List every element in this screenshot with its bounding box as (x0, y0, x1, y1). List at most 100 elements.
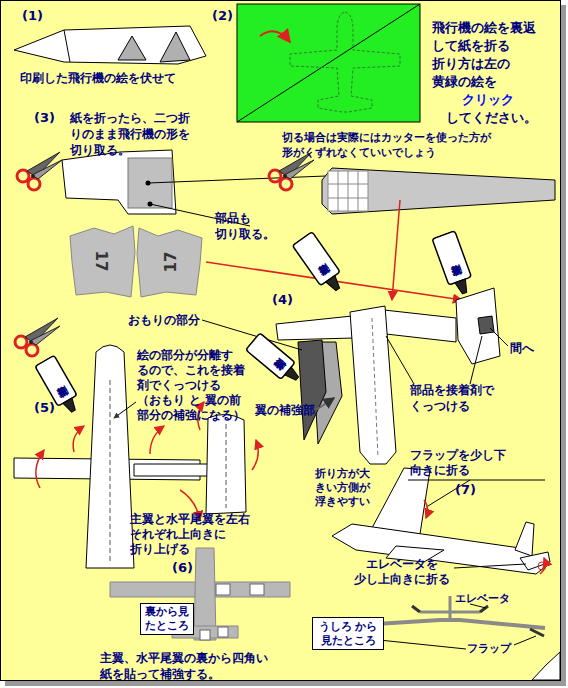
node-text-holder: 17 (136, 224, 206, 300)
fold-arrow (424, 500, 428, 518)
instruction-text: 主翼と水平尾翼を左右 それぞれ上向きに 折り上げる (130, 512, 258, 557)
link-word: クリック (462, 91, 514, 109)
tail-boom (134, 464, 208, 476)
instruction-text: 紙を折ったら、二つ折 りのまま飛行機の形を 切り取る。 (70, 110, 198, 158)
part-label: エレベータ (455, 592, 510, 606)
leader-line (386, 336, 414, 384)
fold-line (64, 30, 70, 62)
glue-tube: 接着剤 (430, 229, 478, 299)
fold-line (372, 318, 378, 458)
instruction-text: 主翼、水平尾翼の裏から四角い 紙を貼って補強する。 (100, 650, 278, 682)
instruction-text: 絵の部分が分離す るので、これを接着 剤でくっつける （おもり と 翼の前 部分… (137, 348, 261, 423)
view-caption: うしろ から 見たところ (314, 620, 382, 648)
part-label: 間へ (510, 340, 534, 356)
instruction-text: 印刷した飛行機の絵を伏せて (20, 70, 176, 86)
view-label-box: 裏から見 たところ (140, 603, 194, 635)
node-text-holder: うしろ から 見たところ (313, 618, 383, 649)
glue-tube: 接着剤 (244, 331, 307, 389)
move-arrow (392, 200, 400, 300)
node-text-holder: 裏から見 たところ (141, 604, 193, 634)
instruction-text: 部品も 切り取る。 (215, 210, 285, 242)
weight-part (298, 340, 326, 440)
part-label: おもりの部分 (128, 312, 200, 328)
rear-fin (449, 596, 452, 620)
page-background (1, 1, 561, 681)
view-label-box: うしろ から 見たところ (312, 617, 384, 650)
glue-label: 接着剤 (445, 255, 457, 259)
fuselage-cutout (322, 168, 555, 214)
leader-line (490, 328, 508, 346)
fuselage (332, 524, 546, 574)
leader-line (470, 336, 482, 384)
step-number: (3) (34, 110, 55, 126)
vertical-tail (515, 522, 534, 556)
fold-arrow (260, 31, 290, 42)
scissors-icon (17, 152, 62, 190)
node-text-holder: 接着剤 (430, 229, 473, 285)
part-shape (137, 228, 202, 297)
horizontal-tail (206, 414, 246, 514)
paper-grid (328, 171, 368, 211)
airplane-outline (290, 12, 400, 112)
part-label: 翼の補強部 (255, 402, 315, 418)
node-text-holder: 17 (66, 222, 136, 300)
main-wing (384, 310, 456, 342)
step-number: (1) (22, 8, 43, 24)
note-text: 切る場合は実際にはカッターを使った方が 形がくずれなくていいでしょう (282, 130, 504, 160)
part-piece: 17 (136, 224, 206, 300)
leader-line (514, 636, 536, 645)
paper-grid (328, 171, 368, 211)
step-number: (7) (455, 482, 476, 498)
step-number: (5) (34, 400, 55, 416)
folded-paper (62, 150, 176, 214)
tube-outline (430, 229, 478, 299)
fold-arrow (36, 450, 44, 488)
tube-outline (244, 331, 307, 389)
leader-arrow (114, 402, 136, 418)
paper-sheet (14, 26, 206, 64)
reinforcement-patch (218, 627, 228, 637)
view-caption: 裏から見 たところ (142, 605, 192, 633)
page-curl (532, 652, 560, 680)
fold-arrow (252, 440, 258, 470)
tube-outline (290, 230, 350, 298)
reinforcement-patch (250, 584, 264, 595)
part-number: 17 (162, 252, 180, 273)
leader-line (454, 564, 526, 568)
tube-nozzle (285, 367, 301, 383)
step-number: (2) (212, 8, 233, 24)
highlight-circle (538, 562, 546, 570)
reinforcement-patch (216, 584, 230, 595)
step-number: (4) (272, 292, 293, 308)
glue-tube: 接着剤 (290, 230, 350, 298)
step-number: (6) (172, 560, 193, 576)
tube-body (432, 231, 471, 285)
note-text: 折り方が大 きい方側が 浮きやすい (315, 467, 379, 509)
fold-arrow (73, 426, 84, 452)
leader-line (408, 480, 545, 481)
main-wing (276, 316, 354, 340)
instruction-text: 部品を接着剤で くっつける (410, 382, 502, 414)
fold-line (110, 380, 111, 562)
fuselage (350, 306, 396, 464)
instruction-text: してください。 (446, 109, 537, 127)
glue-label: 接着剤 (50, 377, 61, 384)
scissors-icon (15, 318, 60, 356)
paper-fold (118, 36, 146, 60)
fold-arrow (540, 558, 545, 574)
fold-arrow (150, 426, 164, 454)
instruction-text: フラップを少し下 向きに折る (410, 448, 514, 478)
fuselage (86, 345, 134, 568)
tube-nozzle (326, 276, 343, 293)
main-wing (372, 468, 430, 534)
tube-nozzle (63, 398, 78, 414)
part-piece: 17 (66, 222, 136, 300)
part-number: 17 (92, 251, 110, 272)
instruction-text: エレベータを 少し上向きに折る (350, 557, 454, 587)
leader-arrow (316, 398, 334, 410)
fold-diagonal (237, 4, 420, 122)
glue-label: 接着剤 (265, 351, 273, 361)
leader-line (148, 176, 326, 183)
